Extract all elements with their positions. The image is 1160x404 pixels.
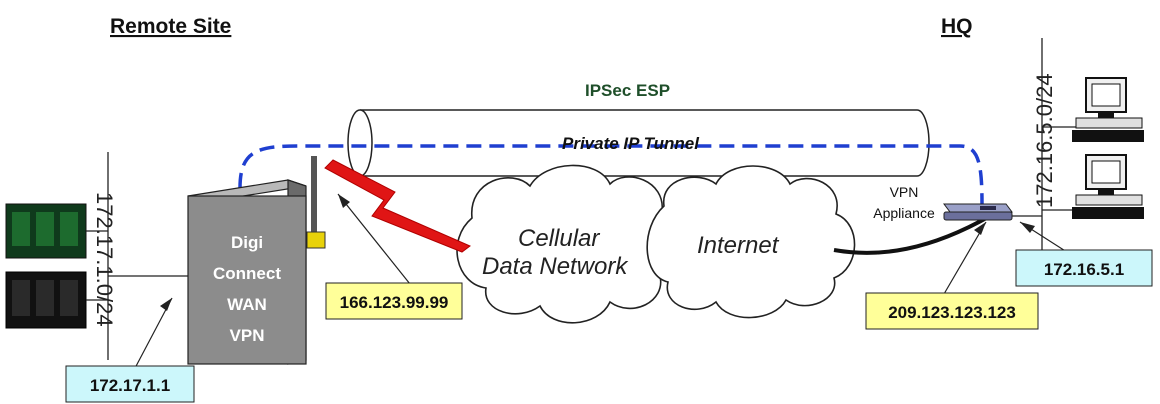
vpn-appliance-icon	[943, 203, 1013, 221]
remote-subnet-label: 172.17.1.0/24	[92, 192, 117, 327]
hq-subnet-label: 172.16.5.0/24	[1032, 73, 1057, 208]
router-label-line3: WAN	[227, 295, 267, 314]
router-label-line4: VPN	[230, 326, 265, 345]
remote-device-green	[5, 203, 108, 259]
appliance-wan-ip: 209.123.123.123	[888, 303, 1016, 322]
digi-connect-router	[187, 179, 307, 365]
internet-label: Internet	[697, 232, 780, 259]
remote-device-dark	[5, 271, 108, 329]
cellular-label-line2: Data Network	[482, 253, 629, 280]
hq-computer-icon-1	[1072, 77, 1144, 142]
internet-to-appliance-cable	[833, 214, 991, 255]
cellular-link-lightning	[324, 159, 471, 253]
vpn-appliance-label-line2: Appliance	[873, 205, 935, 221]
private-ip-tunnel-label: Private IP Tunnel	[562, 134, 700, 153]
cellular-ip-callout	[325, 193, 463, 320]
remote-site-heading: Remote Site	[110, 15, 231, 38]
hq-lan-ip-callout	[1015, 221, 1153, 287]
remote-lan-ip: 172.17.1.1	[90, 376, 170, 395]
appliance-wan-ip-callout	[865, 221, 1039, 330]
remote-lan-ip-callout	[65, 297, 195, 403]
cellular-label-line1: Cellular	[518, 225, 600, 252]
ipsec-esp-label: IPSec ESP	[585, 81, 670, 100]
router-label-line2: Connect	[213, 264, 281, 283]
cellular-ip: 166.123.99.99	[340, 293, 449, 312]
antenna-icon	[306, 156, 326, 249]
router-label-line1: Digi	[231, 233, 263, 252]
hq-heading: HQ	[941, 15, 973, 38]
ipsec-tunnel	[347, 109, 930, 177]
hq-computer-icon-2	[1072, 154, 1144, 219]
hq-lan-ip: 172.16.5.1	[1044, 260, 1124, 279]
private-tunnel-path	[238, 144, 984, 205]
vpn-appliance-label-line1: VPN	[890, 184, 919, 200]
internet-cloud	[646, 165, 856, 319]
